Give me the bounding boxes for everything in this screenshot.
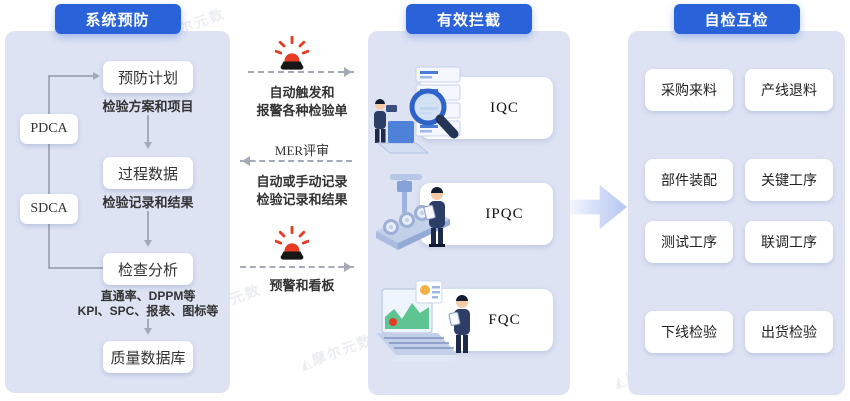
check-box-purchase-incoming: 采购来料	[645, 69, 733, 111]
node-quality-database: 质量数据库	[103, 341, 193, 373]
alarm-siren-icon	[275, 36, 309, 70]
check-box-test-process: 测试工序	[645, 221, 733, 263]
iqc-illustration-icon	[374, 66, 461, 154]
check-box-component-assembly: 部件装配	[645, 159, 733, 201]
flow-label-warning-board: 预警和看板	[269, 278, 335, 293]
node-inspection-analysis: 检查分析	[103, 253, 193, 285]
node-prevention-plan-subtitle: 检验方案和项目	[102, 99, 194, 114]
flow-label-mer-review: MER评审	[274, 143, 330, 158]
ipqc-illustration-icon	[376, 174, 450, 250]
node-process-data: 过程数据	[103, 157, 193, 189]
node-prevention-plan: 预防计划	[103, 61, 193, 93]
panel-header-self-mutual-inspection: 自检互检	[673, 4, 800, 34]
panel-system-prevention: 系统预防 PDCA SDCA 预防计划 检验方案和项目 过程数据 检验记录和结果…	[5, 4, 230, 393]
loop-line-top	[48, 75, 94, 77]
check-box-offline-inspection: 下线检验	[645, 311, 733, 353]
flow-arrow-record-back	[240, 156, 352, 166]
fqc-illustration-icon	[376, 280, 470, 361]
flow-label-record: 自动或手动记录 检验记录和结果	[256, 174, 348, 207]
down-arrow-icon	[144, 211, 152, 247]
sdca-box: SDCA	[20, 194, 78, 224]
loop-arrowhead-icon	[93, 72, 104, 80]
panel-header-effective-interception: 有效拦截	[406, 4, 532, 34]
panel-header-system-prevention: 系统预防	[54, 4, 181, 34]
flow-arrow-warning	[240, 262, 354, 272]
node-inspection-analysis-subtitle1: 直通率、DPPM等	[100, 289, 196, 303]
watermark: ◭摩尔元数	[297, 331, 376, 373]
check-box-joint-debug-process: 联调工序	[745, 221, 833, 263]
node-inspection-analysis-subtitle2: KPI、SPC、报表、图标等	[77, 304, 219, 318]
panel-effective-interception: 有效拦截 IQC IPQC FQC	[368, 4, 570, 395]
flow-label-trigger: 自动触发和 报警各种检验单	[256, 85, 348, 118]
down-arrow-icon	[144, 319, 152, 335]
flow-arrow-trigger	[248, 67, 354, 77]
pdca-box: PDCA	[20, 114, 78, 144]
check-box-line-return: 产线退料	[745, 69, 833, 111]
check-box-key-process: 关键工序	[745, 159, 833, 201]
loop-line-vertical	[48, 75, 50, 269]
node-process-data-subtitle: 检验记录和结果	[102, 195, 194, 210]
big-right-arrow-icon	[570, 184, 627, 230]
panel-self-mutual-inspection: 自检互检 采购来料 产线退料 部件装配 关键工序 测试工序 联调工序 下线检验 …	[628, 4, 845, 395]
loop-line-bottom	[48, 267, 103, 269]
check-box-shipment-inspection: 出货检验	[745, 311, 833, 353]
down-arrow-icon	[144, 115, 152, 149]
alarm-siren-icon	[275, 226, 309, 260]
